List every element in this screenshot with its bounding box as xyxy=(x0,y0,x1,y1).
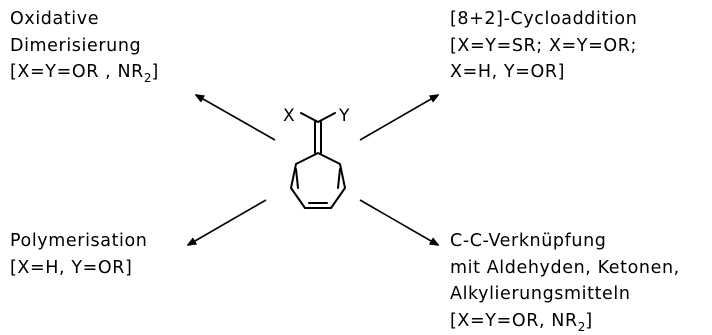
reaction-title-line: C-C-Verknüpfung xyxy=(450,231,607,251)
condition-text: [X=Y=OR , NR xyxy=(10,62,144,82)
condition-subscript: 2 xyxy=(577,319,586,334)
reaction-condition-line: X=H, Y=OR] xyxy=(450,62,566,82)
substituent-x-label: X xyxy=(283,106,295,126)
reaction-title-line: Polymerisation xyxy=(10,231,148,251)
bond-to-x xyxy=(300,112,319,123)
ring-double-bond-right xyxy=(337,168,341,189)
reaction-description-line: Alkylierungsmitteln xyxy=(450,284,631,304)
bond-to-y xyxy=(317,112,336,123)
reaction-condition-line: [X=H, Y=OR] xyxy=(10,257,133,278)
arrow-to-polymerisation xyxy=(188,199,267,245)
condition-close: ] xyxy=(151,62,159,82)
reaction-title-line: Dimerisierung xyxy=(10,35,142,56)
reaction-cc-coupling: C-C-Verknüpfung mit Aldehyden, Ketonen, … xyxy=(450,228,680,334)
arrow-to-dimerisation xyxy=(196,95,276,141)
reaction-condition-line: [X=Y=SR; X=Y=OR; xyxy=(450,35,637,56)
ring-double-bond-left xyxy=(295,168,299,189)
reaction-arrows xyxy=(188,95,438,245)
reaction-condition: [X=Y=OR, NR2] xyxy=(450,308,680,335)
reaction-oxidative-dimerisation: Oxidative Dimerisierung [X=Y=OR , NR2] xyxy=(10,6,159,86)
reaction-polymerisation: Polymerisation [X=H, Y=OR] xyxy=(10,228,148,281)
reaction-title-line: [8+2]-Cycloaddition xyxy=(450,9,638,29)
reaction-description-line: mit Aldehyden, Ketonen, xyxy=(450,257,680,278)
condition-text: [X=Y=OR, NR xyxy=(450,310,578,331)
reaction-cycloaddition: [8+2]-Cycloaddition [X=Y=SR; X=Y=OR; X=H… xyxy=(450,6,637,86)
reaction-title-line: Oxidative xyxy=(10,9,100,29)
reaction-condition: [X=Y=OR , NR2] xyxy=(10,59,159,86)
arrow-to-cycloaddition xyxy=(359,95,438,141)
arrow-to-cc-coupling xyxy=(359,199,438,245)
seven-membered-ring xyxy=(290,152,346,209)
condition-close: ] xyxy=(585,310,593,331)
heptafulvene-structure xyxy=(290,112,346,209)
condition-subscript: 2 xyxy=(143,71,152,85)
substituent-y-label: Y xyxy=(338,106,350,126)
